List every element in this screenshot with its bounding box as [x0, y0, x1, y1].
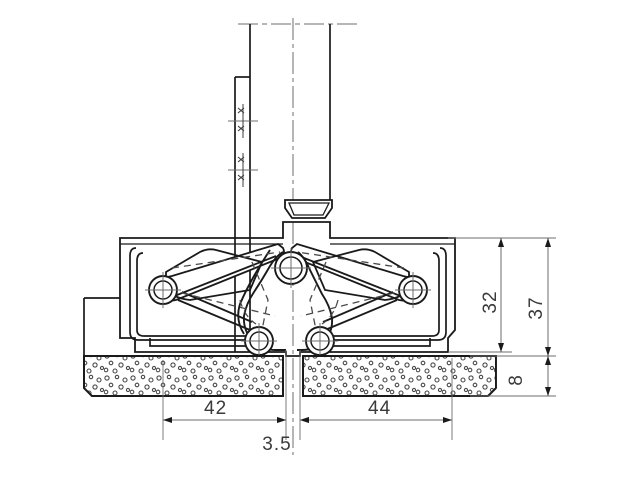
dimension-44: 44 — [300, 398, 452, 423]
dimension-37: 37 — [526, 238, 551, 356]
particle-board-panel-right — [302, 355, 497, 397]
dimension-44-label: 44 — [368, 398, 391, 419]
dimension-32: 32 — [480, 238, 504, 352]
dimension-37-label: 37 — [526, 296, 547, 319]
particle-board-panel-left — [83, 355, 284, 397]
dimension-8-label: 8 — [506, 374, 527, 386]
cover-cap — [284, 199, 333, 219]
right-pivot-pin — [395, 272, 431, 308]
left-pivot-pin — [145, 272, 181, 308]
lower-right-pivot-pin — [302, 323, 338, 359]
dimension-32-label: 32 — [480, 290, 501, 313]
dimension-3-5-label: 3.5 — [262, 434, 291, 455]
dimension-42-label: 42 — [204, 398, 227, 419]
hinge-cup-inner-outline — [129, 247, 447, 347]
dimension-8: 8 — [506, 356, 551, 396]
screw-thread-symbols — [228, 104, 258, 187]
dimension-3-5: 3.5 — [262, 417, 322, 455]
hidden-lines — [169, 251, 407, 331]
lower-left-pivot-pin — [241, 323, 277, 359]
center-pivot-pin — [271, 248, 311, 288]
